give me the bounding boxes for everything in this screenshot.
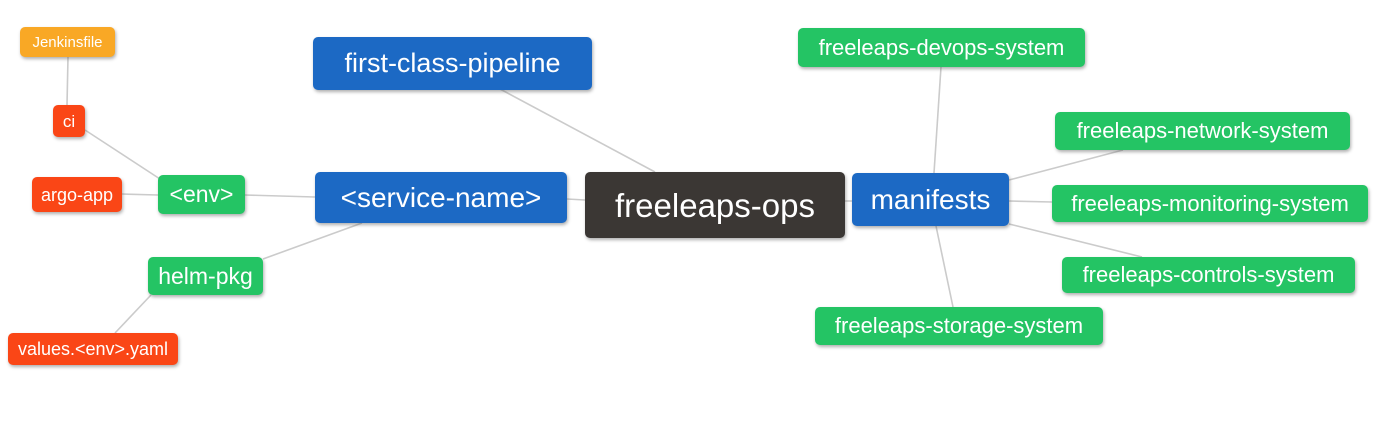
node-jenkinsfile[interactable]: Jenkinsfile [20, 27, 115, 57]
node-helm-pkg[interactable]: helm-pkg [148, 257, 263, 295]
node-argo-app[interactable]: argo-app [32, 177, 122, 212]
node-label-jenkinsfile: Jenkinsfile [32, 33, 103, 51]
node-ci[interactable]: ci [53, 105, 85, 137]
node-label-manifests: manifests [870, 183, 991, 215]
node-label-freeleaps-controls-system: freeleaps-controls-system [1082, 262, 1335, 287]
node-first-class-pipeline[interactable]: first-class-pipeline [313, 37, 592, 90]
node-service-name[interactable]: <service-name> [315, 172, 567, 223]
node-freeleaps-controls-system[interactable]: freeleaps-controls-system [1062, 257, 1355, 293]
node-label-values-env-yaml: values.<env>.yaml [17, 339, 169, 359]
node-label-freeleaps-network-system: freeleaps-network-system [1076, 118, 1329, 143]
node-label-helm-pkg: helm-pkg [158, 262, 253, 289]
node-manifests[interactable]: manifests [852, 173, 1009, 226]
node-label-first-class-pipeline: first-class-pipeline [344, 48, 561, 78]
node-freeleaps-network-system[interactable]: freeleaps-network-system [1055, 112, 1350, 150]
node-label-freeleaps-monitoring-system: freeleaps-monitoring-system [1071, 190, 1349, 216]
node-env[interactable]: <env> [158, 175, 245, 214]
node-label-argo-app: argo-app [40, 184, 114, 205]
node-freeleaps-ops[interactable]: freeleaps-ops [585, 172, 845, 238]
node-freeleaps-monitoring-system[interactable]: freeleaps-monitoring-system [1052, 185, 1368, 222]
node-freeleaps-devops-system[interactable]: freeleaps-devops-system [798, 28, 1085, 67]
node-values-env-yaml[interactable]: values.<env>.yaml [8, 333, 178, 365]
node-label-ci: ci [62, 111, 76, 131]
node-label-freeleaps-ops: freeleaps-ops [615, 186, 815, 224]
node-label-service-name: <service-name> [340, 181, 542, 213]
node-freeleaps-storage-system[interactable]: freeleaps-storage-system [815, 307, 1103, 345]
node-label-freeleaps-devops-system: freeleaps-devops-system [818, 34, 1065, 60]
node-label-env: <env> [169, 181, 234, 207]
node-label-freeleaps-storage-system: freeleaps-storage-system [834, 313, 1084, 338]
